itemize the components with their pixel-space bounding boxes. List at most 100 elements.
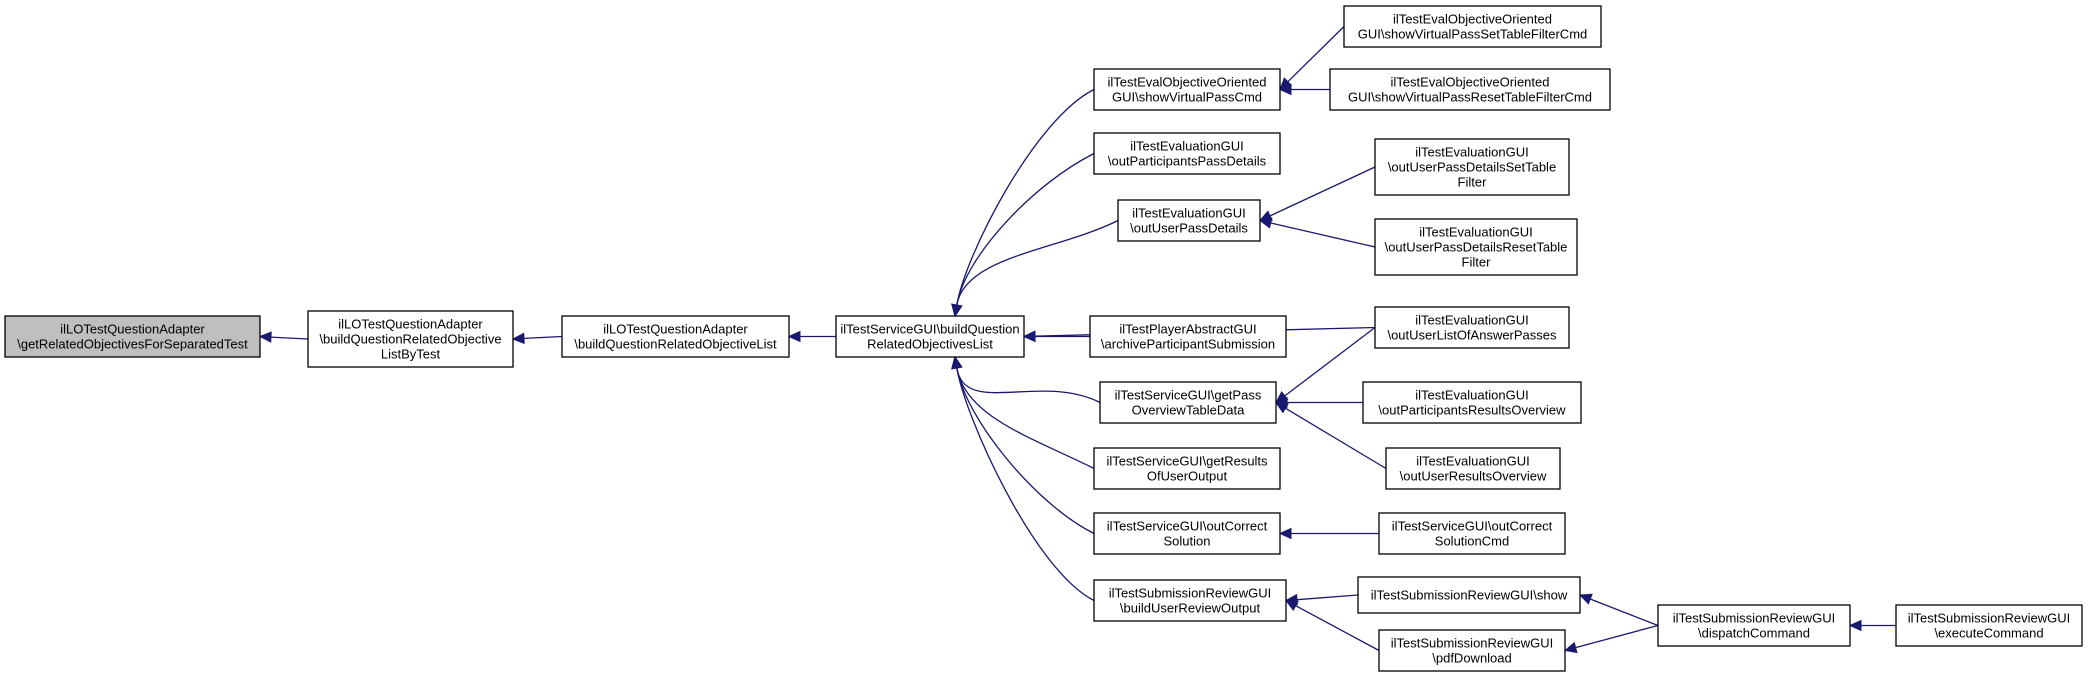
node-label: ilTestEvaluationGUI [1130, 139, 1243, 154]
node-label: SolutionCmd [1435, 534, 1509, 549]
arrowhead [1848, 619, 1862, 632]
call-edge [1258, 166, 1376, 222]
edge-line [956, 367, 1095, 602]
node-label: \pdfDownload [1432, 651, 1512, 666]
arrowhead [951, 303, 963, 318]
node-label: GUI\showVirtualPassSetTableFilterCmd [1358, 27, 1588, 42]
call-edge [1275, 326, 1376, 404]
call-edge [951, 355, 1095, 535]
graph-node[interactable]: ilTestServiceGUI\getPassOverviewTableDat… [1099, 381, 1277, 424]
node-label: \outParticipantsPassDetails [1108, 154, 1267, 169]
edge-line [956, 367, 1095, 535]
call-edge [258, 331, 309, 343]
graph-node[interactable]: ilTestServiceGUI\buildQuestionRelatedObj… [835, 315, 1025, 358]
graph-node[interactable]: ilTestEvaluationGUI\outUserPassDetailsSe… [1374, 138, 1570, 196]
call-edge [1022, 330, 1090, 343]
arrowhead [1022, 330, 1036, 343]
edge-line [956, 367, 1095, 470]
arrowhead [1578, 593, 1593, 605]
node-box [1657, 604, 1851, 647]
call-edge [951, 355, 1095, 470]
graph-node[interactable]: ilTestEvalObjectiveOrientedGUI\showVirtu… [1343, 5, 1602, 48]
call-edge [1258, 217, 1376, 248]
node-label: ilTestSubmissionReviewGUI [1109, 586, 1272, 601]
node-box [307, 310, 514, 368]
graph-node[interactable]: ilLOTestQuestionAdapter\getRelatedObject… [4, 315, 261, 358]
graph-node[interactable]: ilTestEvaluationGUI\outUserPassDetails [1117, 199, 1261, 242]
node-box [835, 315, 1025, 358]
node-box [561, 315, 790, 358]
node-label: \getRelatedObjectivesForSeparatedTest [17, 337, 248, 352]
node-label: ilTestSubmissionReviewGUI [1391, 636, 1554, 651]
edge-line [1296, 594, 1359, 601]
edge-line [1269, 166, 1376, 217]
edge-line [1589, 598, 1659, 627]
node-box [1099, 381, 1277, 424]
node-label: RelatedObjectivesList [867, 337, 993, 352]
node-label: \outUserPassDetailsResetTable [1385, 240, 1568, 255]
call-edge [1274, 396, 1363, 409]
edges-layer [258, 26, 1896, 654]
node-label: \outParticipantsResultsOverview [1378, 403, 1566, 418]
node-label: \executeCommand [1934, 626, 2043, 641]
edge-line [1284, 326, 1376, 397]
graph-node[interactable]: ilTestEvalObjectiveOrientedGUI\showVirtu… [1329, 68, 1611, 111]
node-label: ilLOTestQuestionAdapter [603, 322, 748, 337]
edge-line [1295, 605, 1380, 652]
call-edge [1274, 401, 1387, 470]
node-label: Solution [1164, 534, 1211, 549]
graph-node[interactable]: ilTestSubmissionReviewGUI\pdfDownload [1378, 629, 1566, 672]
call-edge [951, 152, 1095, 318]
node-box [1093, 132, 1281, 175]
call-edge [951, 88, 1095, 318]
node-label: Filter [1458, 175, 1488, 190]
graph-node[interactable]: ilTestEvaluationGUI\outParticipantsPassD… [1093, 132, 1281, 175]
graph-node[interactable]: ilTestEvaluationGUI\outUserResultsOvervi… [1385, 447, 1561, 490]
node-label: \outUserListOfAnswerPasses [1387, 328, 1557, 343]
graph-node[interactable]: ilTestEvaluationGUI\outUserPassDetailsRe… [1374, 218, 1578, 276]
edge-line [956, 152, 1095, 306]
nodes-layer: ilLOTestQuestionAdapter\getRelatedObject… [4, 5, 2083, 672]
node-label: \buildUserReviewOutput [1120, 601, 1261, 616]
node-label: \outUserPassDetailsSetTable [1388, 160, 1556, 175]
node-label: \outUserPassDetails [1130, 221, 1248, 236]
graph-node[interactable]: ilTestEvaluationGUI\outParticipantsResul… [1362, 381, 1582, 424]
node-box [1374, 138, 1570, 196]
node-box [1378, 512, 1566, 555]
node-label: ilTestServiceGUI\outCorrect [1392, 519, 1553, 534]
graph-node[interactable]: ilTestSubmissionReviewGUI\executeCommand [1895, 604, 2083, 647]
graph-node[interactable]: ilTestPlayerAbstractGUI\archiveParticipa… [1089, 315, 1287, 358]
node-label: ilTestServiceGUI\getPass [1115, 388, 1262, 403]
node-label: \outUserResultsOverview [1400, 469, 1547, 484]
edge-line [1270, 222, 1376, 248]
call-edge [511, 332, 563, 345]
node-label: ilTestPlayerAbstractGUI [1119, 322, 1256, 337]
node-label: ilLOTestQuestionAdapter [60, 322, 205, 337]
node-box [1093, 447, 1281, 490]
call-edge [1563, 624, 1659, 654]
node-label: \buildQuestionRelatedObjectiveList [574, 337, 777, 352]
arrowhead [1274, 401, 1289, 414]
graph-node[interactable]: ilTestEvalObjectiveOrientedGUI\showVirtu… [1093, 68, 1281, 111]
graph-node[interactable]: ilTestSubmissionReviewGUI\dispatchComman… [1657, 604, 1851, 647]
arrowhead [1258, 217, 1273, 229]
node-box [1343, 5, 1602, 48]
node-label: ilTestEvaluationGUI [1132, 206, 1245, 221]
call-edge [951, 355, 1095, 602]
node-label: GUI\showVirtualPassResetTableFilterCmd [1348, 90, 1592, 105]
graph-node[interactable]: ilLOTestQuestionAdapter\buildQuestionRel… [307, 310, 514, 368]
graph-node[interactable]: ilLOTestQuestionAdapter\buildQuestionRel… [561, 315, 790, 358]
node-box [1374, 218, 1578, 276]
node-label: ilTestServiceGUI\outCorrect [1107, 519, 1268, 534]
graph-node[interactable]: ilTestSubmissionReviewGUI\buildUserRevie… [1093, 579, 1287, 622]
node-label: GUI\showVirtualPassCmd [1112, 90, 1262, 105]
node-label: ilTestEvaluationGUI [1416, 454, 1529, 469]
node-box [1357, 576, 1581, 614]
graph-node[interactable]: ilTestEvaluationGUI\outUserListOfAnswerP… [1374, 306, 1570, 349]
node-label: \archiveParticipantSubmission [1101, 337, 1275, 352]
node-label: ilTestEvaluationGUI [1415, 313, 1528, 328]
graph-node[interactable]: ilTestSubmissionReviewGUI\show [1357, 576, 1581, 614]
